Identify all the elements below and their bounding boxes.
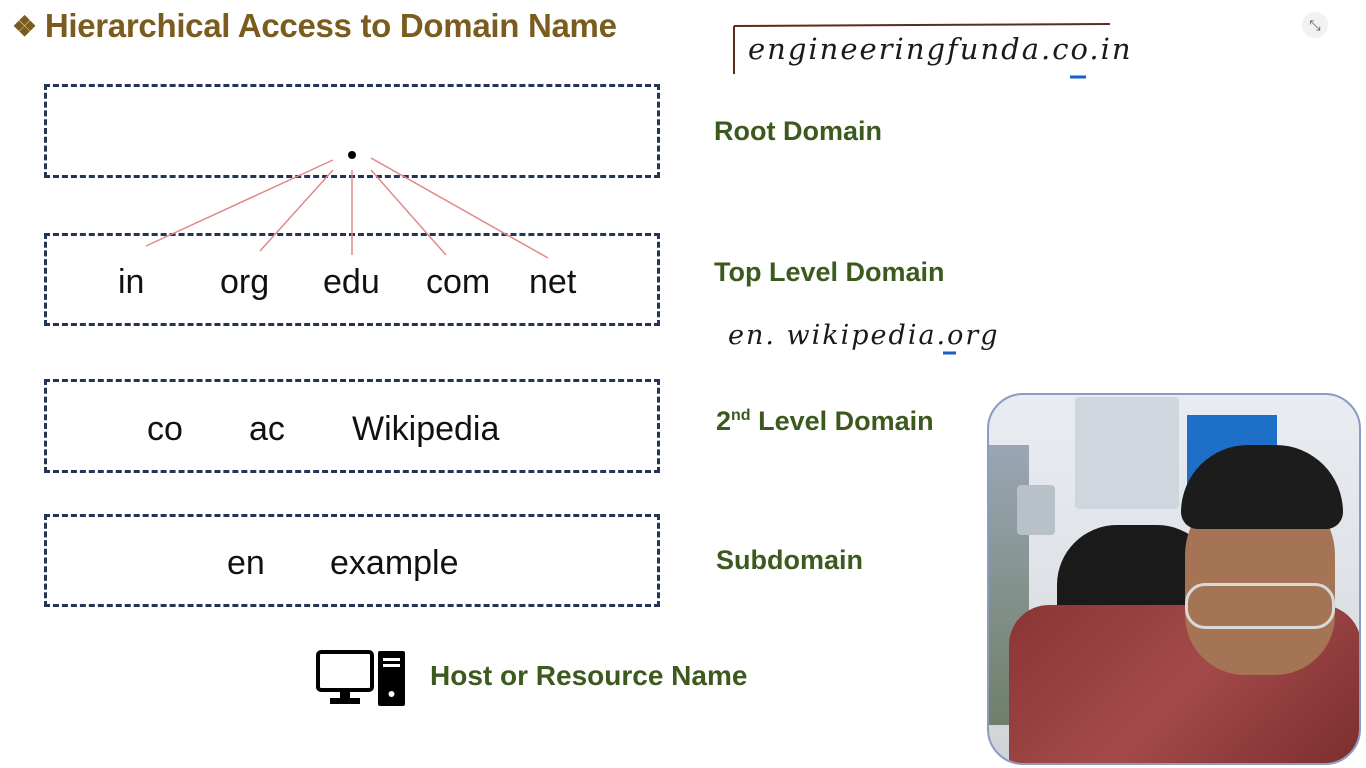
handwritten-url-top: engineeringfunda.co.in bbox=[748, 32, 1133, 66]
slide-title-text: Hierarchical Access to Domain Name bbox=[44, 7, 617, 44]
handwritten-url-middle: en. wikipedia.org bbox=[728, 320, 1000, 351]
presenter-video[interactable] bbox=[987, 393, 1361, 765]
slide-title: ❖ Hierarchical Access to Domain Name bbox=[12, 6, 617, 46]
root-domain-box bbox=[44, 84, 660, 178]
label-root-domain: Root Domain bbox=[714, 116, 882, 146]
collapse-button[interactable]: ⤡ bbox=[1302, 12, 1328, 38]
label-tld: Top Level Domain bbox=[714, 257, 945, 287]
label-subdomain: Subdomain bbox=[716, 545, 863, 575]
subdomain-example: example bbox=[330, 544, 459, 582]
sld-ac: ac bbox=[249, 410, 285, 448]
second-level-box bbox=[44, 379, 660, 473]
tld-net: net bbox=[529, 263, 577, 301]
tld-org: org bbox=[220, 263, 270, 301]
tld-edu: edu bbox=[323, 263, 380, 301]
plant-pot bbox=[1017, 485, 1055, 535]
sld-co: co bbox=[147, 410, 183, 448]
sld-wikipedia: Wikipedia bbox=[352, 410, 500, 448]
wall-plaque bbox=[1075, 397, 1179, 509]
collapse-icon: ⤡ bbox=[1309, 16, 1321, 33]
computer-icon bbox=[316, 650, 405, 706]
presenter-glasses bbox=[1185, 583, 1335, 629]
tld-com: com bbox=[426, 263, 491, 301]
presenter-hair bbox=[1181, 445, 1343, 529]
subdomain-en: en bbox=[227, 544, 265, 582]
label-second-level: 2nd Level Domain bbox=[716, 406, 934, 436]
subdomain-box bbox=[44, 514, 660, 607]
label-host: Host or Resource Name bbox=[430, 660, 748, 691]
diamond-bullet-icon: ❖ bbox=[12, 10, 37, 42]
tld-in: in bbox=[118, 263, 145, 301]
